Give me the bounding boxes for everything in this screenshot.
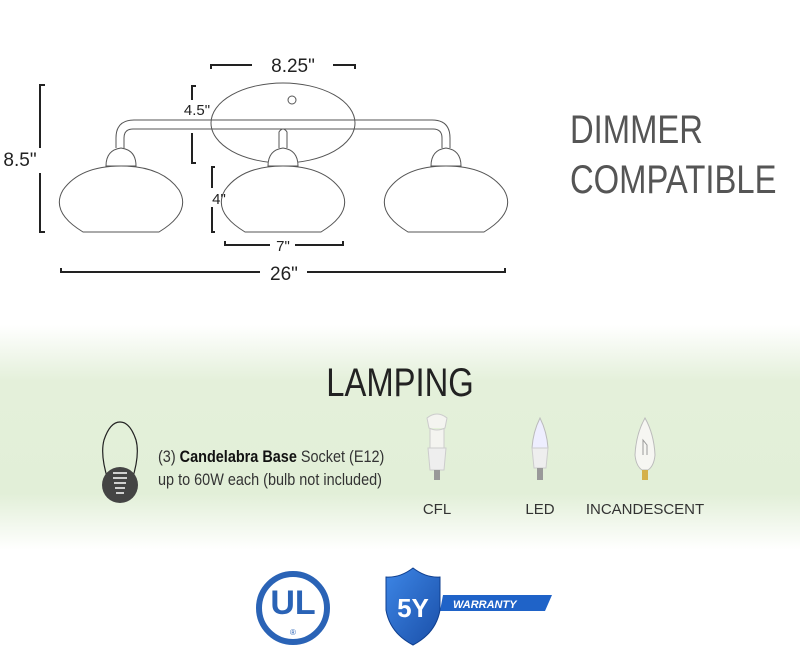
compatible-label: COMPATIBLE xyxy=(570,157,776,202)
mount-hole xyxy=(287,95,297,105)
dimmer-label: DIMMER xyxy=(570,107,703,152)
dimension-lines xyxy=(39,64,506,273)
bulb-type-incandescent: INCANDESCENT xyxy=(586,501,704,518)
svg-text:UL: UL xyxy=(270,584,315,622)
bulb-type-cfl: CFL xyxy=(423,501,451,518)
lamping-title: LAMPING xyxy=(326,360,474,405)
cfl-bulb-icon xyxy=(426,413,448,480)
canopy-width-label: 8.25" xyxy=(271,56,315,77)
svg-text:WARRANTY: WARRANTY xyxy=(453,599,518,611)
shade-left xyxy=(58,147,184,233)
candelabra-bulb-icon xyxy=(102,421,138,503)
wattage-info: up to 60W each (bulb not included) xyxy=(158,471,382,489)
fixture-drawing xyxy=(58,82,509,233)
bulb-type-led: LED xyxy=(525,501,554,518)
svg-text:®: ® xyxy=(290,628,296,637)
overall-width-label: 26" xyxy=(270,264,298,285)
ul-logo: UL ® xyxy=(256,571,330,645)
shade-center xyxy=(220,147,346,233)
socket-info: (3) Candelabra Base Socket (E12) xyxy=(158,448,384,466)
overall-height-label: 8.5" xyxy=(3,150,36,171)
shade-height-label: 4" xyxy=(212,191,226,208)
shade-right xyxy=(383,147,509,233)
center-stem xyxy=(278,128,288,148)
shade-width-label: 7" xyxy=(276,238,290,255)
warranty-badge: 5Y WARRANTY xyxy=(385,567,552,646)
incandescent-bulb-icon xyxy=(634,416,656,480)
led-bulb-icon xyxy=(531,416,549,480)
lamping-background xyxy=(0,325,800,550)
canopy-height-label: 4.5" xyxy=(184,102,210,119)
svg-text:5Y: 5Y xyxy=(397,593,429,623)
